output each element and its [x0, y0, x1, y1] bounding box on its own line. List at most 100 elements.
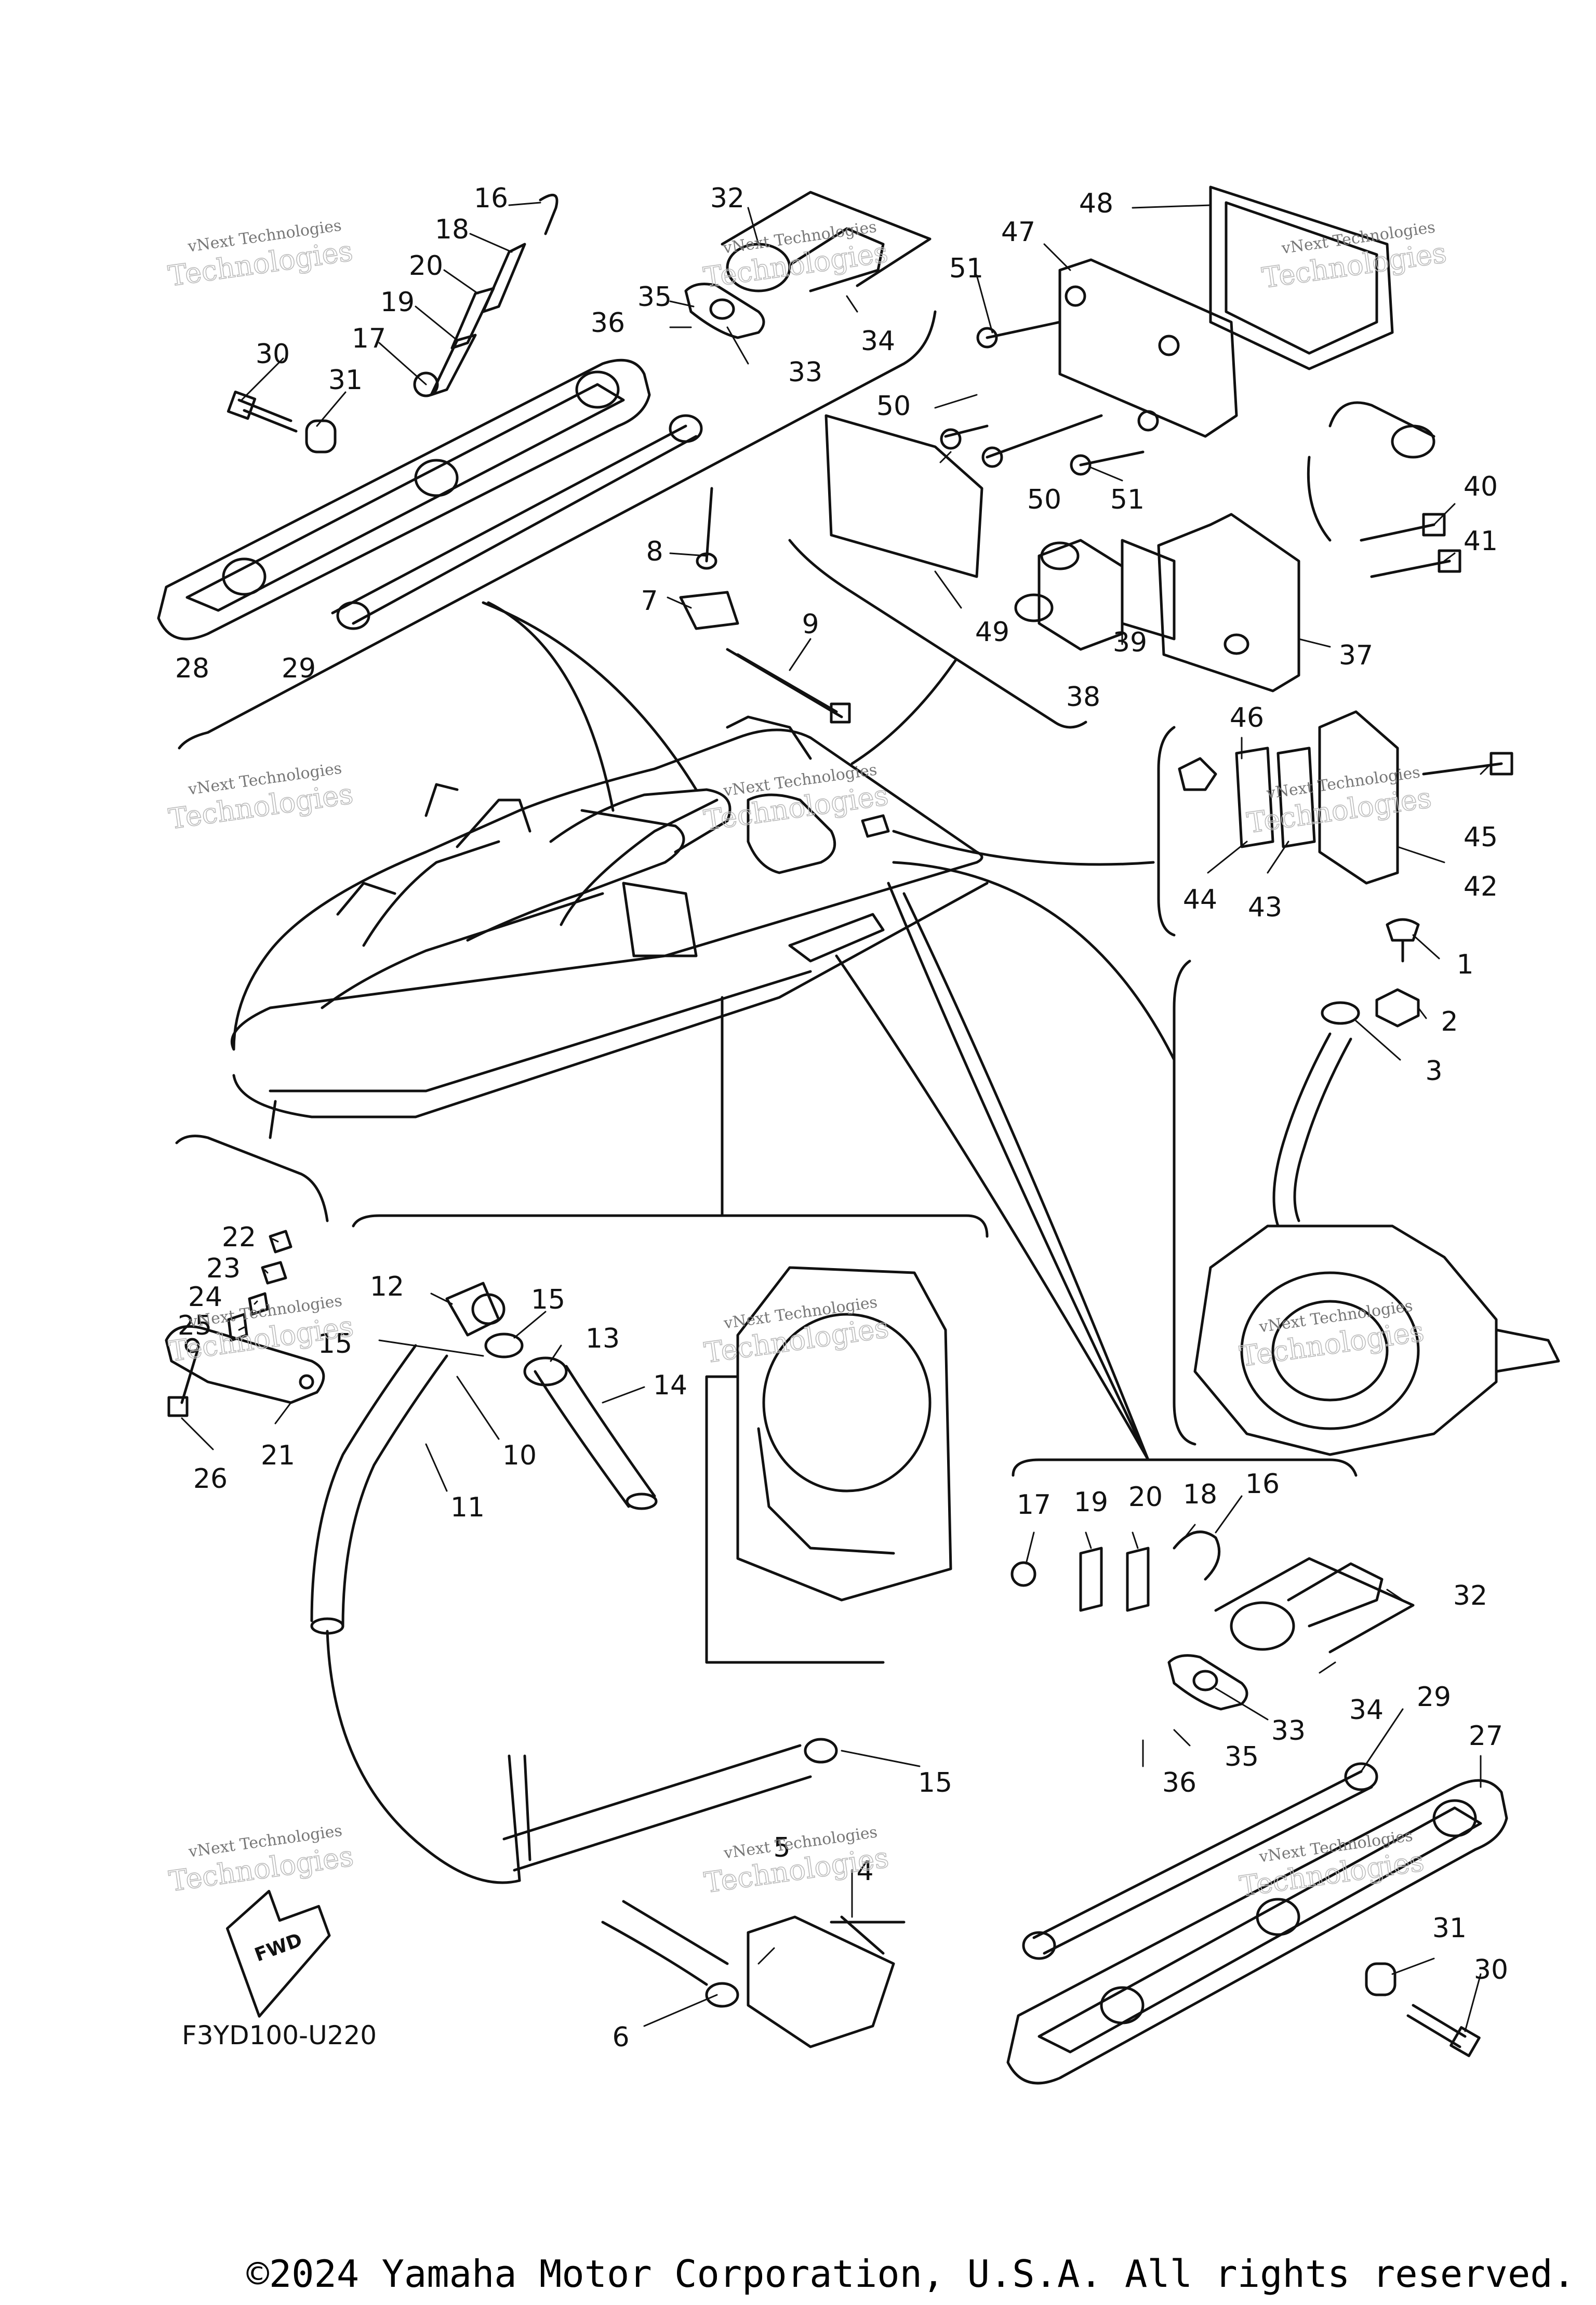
bolt-30-top	[227, 390, 298, 433]
callout-47: 47	[1001, 217, 1035, 248]
callout-42: 42	[1464, 871, 1498, 902]
callout-17-top: 17	[352, 323, 386, 354]
hose-right	[1272, 1032, 1352, 1228]
bolt-30-bottom	[1406, 2004, 1481, 2057]
hardware-16-20-top	[413, 194, 558, 397]
callout-25: 25	[178, 1310, 212, 1341]
callout-9: 9	[802, 609, 819, 640]
callout-36-bottom: 36	[1162, 1767, 1196, 1798]
callout-10: 10	[502, 1440, 537, 1471]
callout-49: 49	[975, 617, 1009, 648]
box-37	[1157, 513, 1300, 692]
brace-bottom-right	[1012, 1458, 1358, 1477]
callout-51-mid: 51	[1110, 484, 1145, 515]
pointer-lines	[269, 601, 1176, 1461]
callout-46: 46	[1230, 702, 1264, 734]
callout-36-top: 36	[591, 308, 625, 339]
callout-45: 45	[1464, 822, 1498, 853]
callout-29-top: 29	[282, 653, 316, 684]
brace-right-mid	[1157, 726, 1176, 937]
callout-20-top: 20	[409, 250, 443, 282]
collar-31-top	[305, 419, 337, 454]
callout-24: 24	[188, 1282, 222, 1313]
watercraft-hull	[230, 715, 989, 1118]
hardware-22-26	[167, 1230, 292, 1417]
callout-22: 22	[222, 1222, 256, 1253]
callout-23: 23	[206, 1253, 241, 1284]
callout-19-top: 19	[380, 287, 415, 318]
bolts-40-41	[1360, 513, 1461, 578]
callout-17-bottom: 17	[1017, 1489, 1051, 1521]
callout-7: 7	[641, 585, 658, 617]
callout-15-mid: 15	[531, 1284, 565, 1315]
callout-33-bottom: 33	[1271, 1715, 1306, 1747]
clamp-15-a	[484, 1333, 524, 1358]
callout-43: 43	[1248, 892, 1282, 923]
callout-30-top: 30	[256, 339, 290, 370]
bracket-33-bottom	[1167, 1654, 1248, 1711]
gasket-49	[824, 414, 983, 578]
callout-31-top: 31	[328, 365, 363, 396]
bracket-21	[165, 1325, 325, 1404]
hose-14	[534, 1365, 658, 1510]
nut-2	[1375, 988, 1420, 1028]
callout-33-top: 33	[788, 357, 822, 388]
clamp-3	[1321, 1001, 1360, 1025]
callout-13: 13	[586, 1323, 620, 1354]
fwd-arrow-icon	[225, 1889, 331, 2018]
callout-34-top: 34	[861, 326, 895, 357]
callout-8: 8	[646, 536, 663, 567]
bracket-33-top	[684, 283, 765, 339]
callout-50-b: 50	[1027, 484, 1061, 515]
callout-16-bottom: 16	[1245, 1469, 1280, 1500]
bolts-50-51	[940, 321, 1145, 476]
callout-32-bottom: 32	[1453, 1580, 1487, 1611]
callout-11: 11	[450, 1492, 485, 1523]
fitting-12	[445, 1282, 506, 1337]
bracket-42-46	[1178, 710, 1513, 885]
callout-35-bottom: 35	[1225, 1741, 1259, 1773]
callout-21: 21	[261, 1440, 295, 1471]
callout-14: 14	[653, 1370, 687, 1401]
screw-1	[1386, 918, 1420, 963]
callout-20-bottom: 20	[1128, 1482, 1163, 1513]
hose-end-13	[523, 1356, 568, 1387]
fwd-label: FWD	[252, 1929, 305, 1966]
callout-15-left: 15	[318, 1328, 352, 1360]
brace-middle	[352, 1214, 989, 1238]
pad-38-39	[1014, 539, 1176, 651]
callout-2: 2	[1441, 1006, 1458, 1037]
stern-plate	[705, 1266, 952, 1664]
callout-29-bottom: 29	[1417, 1682, 1451, 1713]
callout-51-top: 51	[949, 253, 983, 284]
box-47	[1058, 258, 1238, 438]
callout-27: 27	[1469, 1721, 1503, 1752]
intake-hose	[326, 1630, 812, 1986]
callout-1: 1	[1456, 949, 1473, 980]
hardware-16-20-bottom	[1010, 1530, 1221, 1612]
callout-34-bottom: 34	[1349, 1695, 1384, 1726]
tie-9	[726, 648, 851, 724]
callout-18-top: 18	[435, 214, 469, 245]
rivet-7-8	[679, 487, 739, 630]
callout-4: 4	[856, 1856, 873, 1887]
jet-pump-housing	[1193, 1224, 1560, 1456]
brace-top-right	[788, 539, 1087, 729]
callout-39: 39	[1113, 627, 1147, 658]
callout-31-bottom: 31	[1432, 1913, 1467, 1944]
callout-28: 28	[175, 653, 209, 684]
collar-31-bottom	[1365, 1962, 1396, 1996]
callout-15-bottom: 15	[918, 1767, 952, 1798]
clamp-15-b	[804, 1738, 838, 1764]
callout-50-a: 50	[876, 391, 911, 422]
brace-left-lower	[175, 1135, 329, 1222]
brace-top-left	[178, 310, 937, 750]
copyright-notice: ©2024 Yamaha Motor Corporation, U.S.A. A…	[246, 2252, 1575, 2296]
leader-lines	[181, 202, 1492, 2032]
pipe-bracket	[1307, 401, 1435, 542]
callout-6: 6	[612, 2022, 629, 2053]
callout-40: 40	[1464, 471, 1498, 502]
callout-37: 37	[1339, 640, 1373, 671]
callout-5: 5	[773, 1832, 790, 1863]
